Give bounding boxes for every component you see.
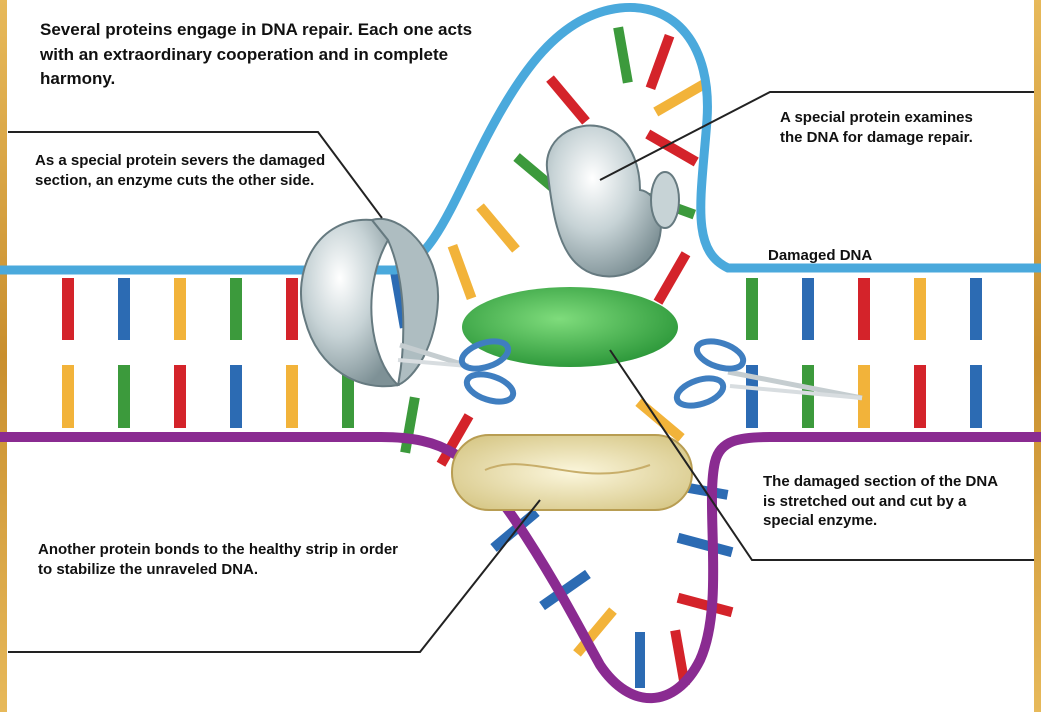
stabilizer-protein (452, 435, 692, 510)
base-pair-top (802, 278, 814, 340)
scissors-right-icon (673, 336, 862, 411)
base-pair-top (62, 278, 74, 340)
base-pair-top (118, 278, 130, 340)
base-pair-bottom (118, 365, 130, 428)
severing-protein-caption: As a special protein severs the damaged … (35, 151, 365, 190)
base-pair-bottom (174, 365, 186, 428)
damaged-dna-label: Damaged DNA (768, 246, 968, 266)
base-pair-bottom (914, 365, 926, 428)
base-pair-top (746, 278, 758, 340)
stabilizer-caption: Another protein bonds to the healthy str… (38, 540, 398, 579)
green-enzyme (462, 287, 678, 367)
base-pair-top (914, 278, 926, 340)
cutting-enzyme-caption: The damaged section of the DNA is stretc… (763, 472, 1013, 531)
base-pair-bottom (286, 365, 298, 428)
base-pair-top (970, 278, 982, 340)
examining-protein (547, 126, 679, 277)
frame-left-edge (0, 0, 7, 712)
intro-caption: Several proteins engage in DNA repair. E… (40, 18, 510, 92)
base-pair-bottom (230, 365, 242, 428)
base-pair-top (174, 278, 186, 340)
examining-protein-caption: A special protein examines the DNA for d… (780, 108, 995, 147)
base-pair-bottom (970, 365, 982, 428)
frame-right-edge (1034, 0, 1041, 712)
base-pair-top (286, 278, 298, 340)
base-pair-top (858, 278, 870, 340)
base-pair-top (230, 278, 242, 340)
base-pair-bottom (802, 365, 814, 428)
base-pair-bottom (62, 365, 74, 428)
